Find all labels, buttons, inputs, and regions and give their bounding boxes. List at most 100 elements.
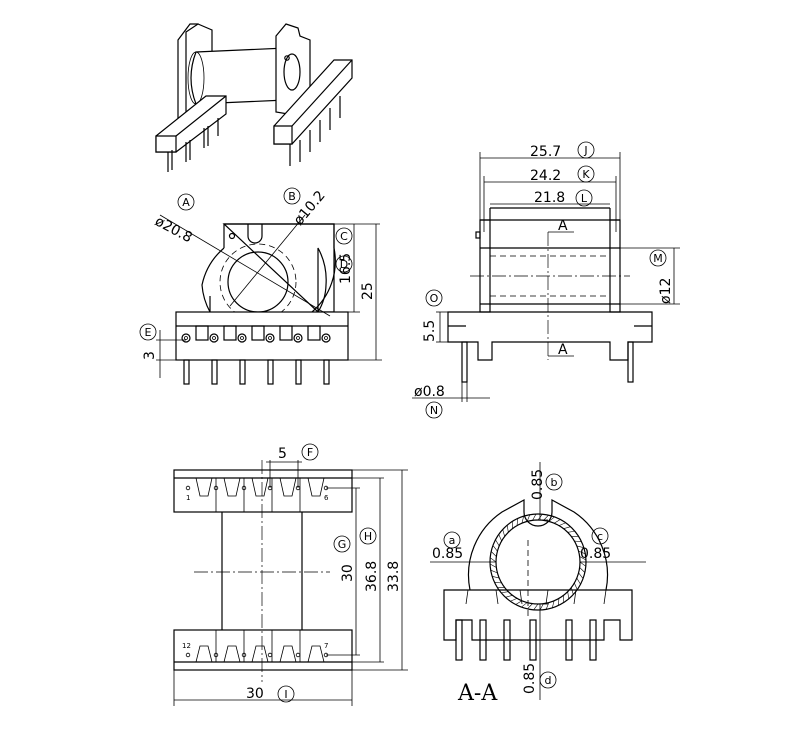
svg-text:c: c bbox=[597, 530, 603, 543]
svg-text:L: L bbox=[581, 192, 588, 205]
svg-text:O: O bbox=[430, 292, 439, 305]
dim-h-16-5: 16.5 bbox=[338, 253, 354, 284]
svg-text:a: a bbox=[449, 534, 456, 547]
section-view bbox=[430, 462, 646, 700]
front-pins bbox=[183, 359, 330, 385]
pin-label-1: 1 bbox=[186, 494, 190, 502]
dim-t-0-85-c: 0.85 bbox=[580, 546, 611, 562]
callout-a: a bbox=[443, 531, 461, 549]
hatch-line bbox=[574, 582, 578, 590]
callout-F: F bbox=[301, 443, 319, 461]
svg-text:B: B bbox=[288, 190, 296, 203]
svg-text:J: J bbox=[583, 144, 587, 157]
dim-pitch-5: 5 bbox=[278, 446, 287, 462]
bottom-view bbox=[173, 460, 408, 706]
callout-M: M bbox=[649, 249, 667, 267]
dim-h-36-8: 36.8 bbox=[364, 561, 380, 592]
hatch-line bbox=[526, 514, 531, 522]
hatch-line bbox=[552, 600, 555, 608]
hatch-line bbox=[576, 577, 581, 585]
callout-H: H bbox=[359, 527, 377, 545]
bottom-top-slots bbox=[195, 477, 325, 512]
callout-G: G bbox=[333, 535, 351, 553]
hatch-line bbox=[521, 516, 524, 524]
side-view bbox=[412, 152, 680, 402]
dim-t-0-85-d: 0.85 bbox=[522, 663, 538, 694]
hatch-line bbox=[543, 514, 549, 521]
hatch-line bbox=[576, 545, 584, 548]
dim-w-21-8: 21.8 bbox=[534, 190, 565, 206]
hatch-line bbox=[501, 591, 509, 594]
hatch-line bbox=[492, 545, 498, 552]
dim-h-3: 3 bbox=[142, 351, 158, 360]
dim-h-25: 25 bbox=[360, 282, 376, 300]
hatch-line bbox=[579, 561, 586, 567]
hatch-line bbox=[545, 602, 550, 610]
hatch-line bbox=[567, 530, 575, 533]
dim-h-33-8: 33.8 bbox=[386, 561, 402, 592]
svg-text:I: I bbox=[284, 688, 287, 701]
hatch-line bbox=[489, 563, 497, 568]
hatch-line bbox=[571, 587, 574, 595]
callout-C: C bbox=[335, 227, 353, 245]
dim-w-25-7: 25.7 bbox=[530, 144, 561, 160]
hatch-line bbox=[527, 603, 533, 610]
svg-text:b: b bbox=[551, 476, 558, 489]
dim-t-0-85-a: 0.85 bbox=[432, 546, 463, 562]
callout-J: J bbox=[577, 141, 595, 159]
hatch-line bbox=[510, 598, 518, 602]
hatch-line bbox=[548, 516, 555, 522]
dim-t-0-85-b: 0.85 bbox=[530, 469, 546, 500]
svg-text:A: A bbox=[182, 196, 190, 209]
callout-N: N bbox=[425, 401, 443, 419]
callout-L: L bbox=[575, 189, 593, 207]
callout-c: c bbox=[591, 527, 609, 545]
hatch-line bbox=[567, 591, 570, 599]
front-pin-heads bbox=[181, 333, 331, 343]
callout-D: D bbox=[335, 255, 353, 273]
dim-w-30: 30 bbox=[246, 686, 264, 702]
hatch-line bbox=[578, 550, 586, 555]
callout-O: O bbox=[425, 289, 443, 307]
hatch-line bbox=[498, 534, 502, 542]
dim-h-5-5: 5.5 bbox=[422, 320, 438, 342]
pin-label-6: 6 bbox=[324, 494, 329, 502]
section-marker-bottom: A bbox=[558, 342, 568, 358]
section-marker-top: A bbox=[558, 218, 568, 234]
svg-text:E: E bbox=[145, 326, 152, 339]
dim-d-12: ø12 bbox=[658, 278, 674, 304]
section-hatch bbox=[489, 513, 587, 611]
dim-d-10-2: ø10.2 bbox=[291, 188, 329, 229]
svg-text:D: D bbox=[340, 258, 348, 271]
hatch-line bbox=[502, 529, 505, 537]
pin-label-12: 12 bbox=[182, 642, 191, 650]
callout-B: B bbox=[283, 187, 301, 205]
hatch-line bbox=[553, 519, 561, 524]
hatch-line bbox=[506, 525, 509, 533]
callout-b: b bbox=[545, 473, 563, 491]
hatch-line bbox=[516, 518, 519, 526]
hatch-line bbox=[495, 539, 500, 547]
hatch-line bbox=[490, 551, 497, 557]
hatch-line bbox=[563, 526, 571, 529]
hatch-line bbox=[558, 522, 566, 526]
hatch-line bbox=[490, 557, 497, 563]
hatch-line bbox=[578, 572, 584, 579]
hatch-line bbox=[539, 603, 544, 611]
hatch-line bbox=[505, 595, 513, 598]
dim-h-30: 30 bbox=[340, 564, 356, 582]
callout-A: A bbox=[177, 193, 195, 211]
hatch-line bbox=[515, 600, 523, 605]
hatch-line bbox=[579, 556, 587, 561]
callout-K: K bbox=[577, 165, 595, 183]
callout-I: I bbox=[277, 685, 295, 703]
hatch-line bbox=[579, 567, 586, 573]
callout-d: d bbox=[539, 671, 557, 689]
front-pin-slots bbox=[195, 325, 321, 341]
svg-text:F: F bbox=[307, 446, 313, 459]
pin-label-7: 7 bbox=[324, 642, 328, 650]
hatch-line bbox=[492, 576, 500, 579]
hatch-line bbox=[533, 603, 539, 610]
svg-text:M: M bbox=[653, 252, 663, 265]
